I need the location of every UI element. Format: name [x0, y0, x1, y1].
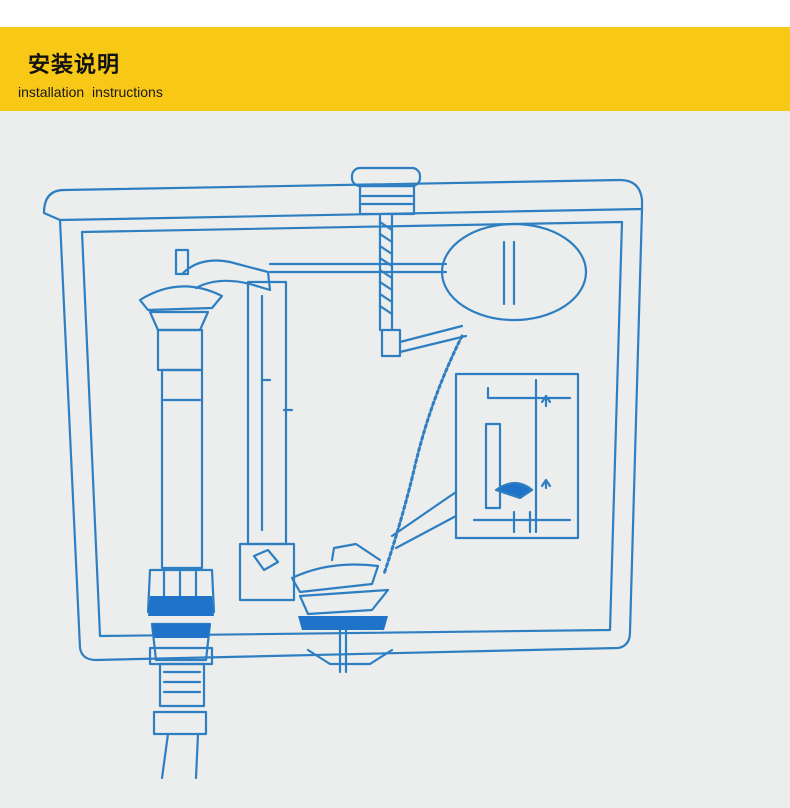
flush-valve: [290, 542, 394, 674]
tank-lid: [42, 178, 644, 222]
flush-seal: [298, 616, 388, 630]
tank-body-outer: [58, 207, 644, 662]
fill-valve-base: [148, 596, 214, 616]
page-subtitle: installation instructions: [18, 84, 163, 100]
lift-chain: [382, 334, 464, 576]
page-title: 安装说明: [28, 53, 121, 78]
fill-valve-nut: [152, 624, 210, 638]
float-assembly: [268, 222, 588, 322]
inset-detail: [454, 372, 580, 540]
flush-button: [350, 166, 468, 358]
water-inlet: [148, 646, 214, 780]
overflow-tube: [238, 280, 296, 602]
header-banner: 安装说明 installation instructions: [0, 27, 790, 111]
tank-body-inner: [80, 220, 624, 638]
callout-pointer: [390, 490, 458, 550]
